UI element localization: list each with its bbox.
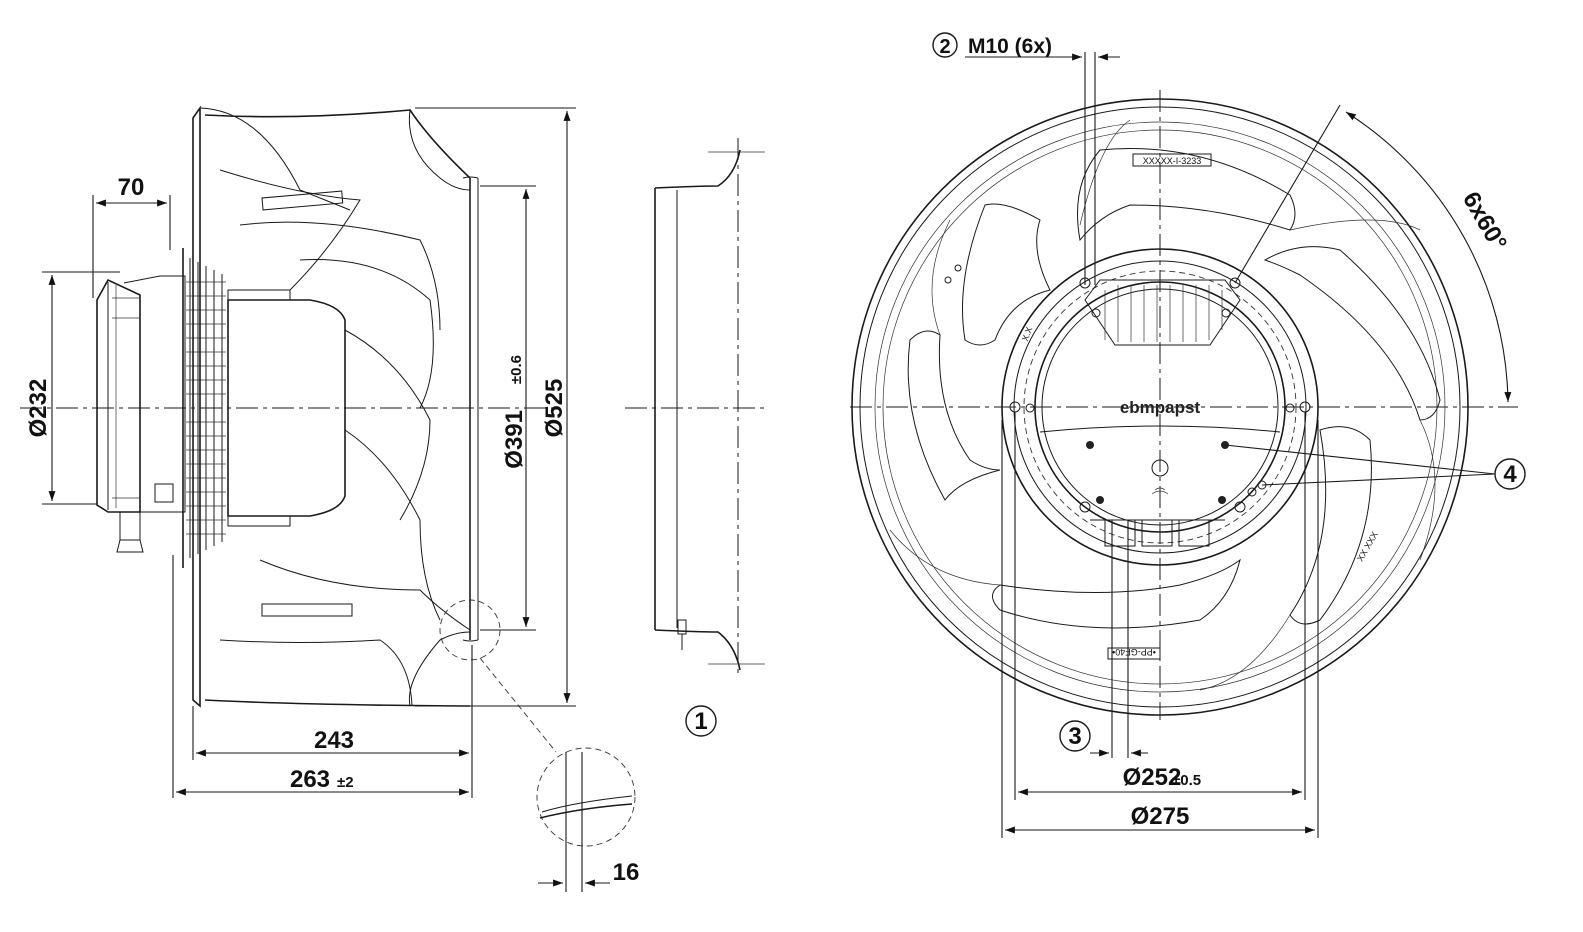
part-label-bottom: •PP-GF40• xyxy=(1112,647,1156,657)
dim-m10: M10 (6x) xyxy=(968,35,1052,58)
dim-diameter-391: Ø391 xyxy=(501,410,528,469)
dim-252-tolerance: ±0.5 xyxy=(1172,772,1201,789)
dim-391-tolerance: ±0.6 xyxy=(508,355,525,384)
detail-view: 16 xyxy=(536,747,640,892)
inlet-ring xyxy=(462,176,479,642)
cooling-fins xyxy=(182,248,226,568)
callout-2-bubble xyxy=(932,32,958,58)
part-label-top: XXXXX-I-3233 xyxy=(1143,156,1202,166)
side-view: Ø232 70 243 263 ±2 Ø391 ±0.6 Ø525 xyxy=(20,105,640,892)
callout-1: 1 xyxy=(694,708,707,735)
dim-diameter-232: Ø232 xyxy=(25,379,52,438)
dim-263: 263 xyxy=(290,766,330,793)
callout-2: 2 xyxy=(939,36,950,58)
callout-3: 3 xyxy=(1068,723,1081,750)
impeller-backplate xyxy=(192,105,353,708)
callout-3-bubble xyxy=(1059,720,1091,752)
dim-angle: 6x60° xyxy=(1457,187,1512,255)
dim-diameter-525: Ø525 xyxy=(541,379,568,438)
inlet-nozzle: 1 xyxy=(625,138,765,737)
callout-4: 4 xyxy=(1503,461,1517,488)
callout-1-bubble xyxy=(685,705,717,737)
rotor-hub xyxy=(227,289,346,527)
terminal-block-top xyxy=(1084,279,1241,346)
front-view: ebmpapst XXXXX-I-3233 •PP-GF40• XX XXX X… xyxy=(850,32,1526,838)
brand-logo: ebmpapst xyxy=(1120,398,1201,417)
dim-diameter-252: Ø252 xyxy=(1123,764,1182,791)
callout-4-bubble xyxy=(1494,458,1526,490)
part-label-left: X.X xyxy=(1020,325,1034,342)
electronics-housing xyxy=(96,275,186,553)
mounting-holes xyxy=(944,264,1311,513)
dim-16: 16 xyxy=(613,859,640,886)
dim-70: 70 xyxy=(118,174,145,201)
dim-263-tolerance: ±2 xyxy=(337,774,354,791)
dim-243: 243 xyxy=(314,727,354,754)
dim-diameter-275: Ø275 xyxy=(1131,803,1190,830)
